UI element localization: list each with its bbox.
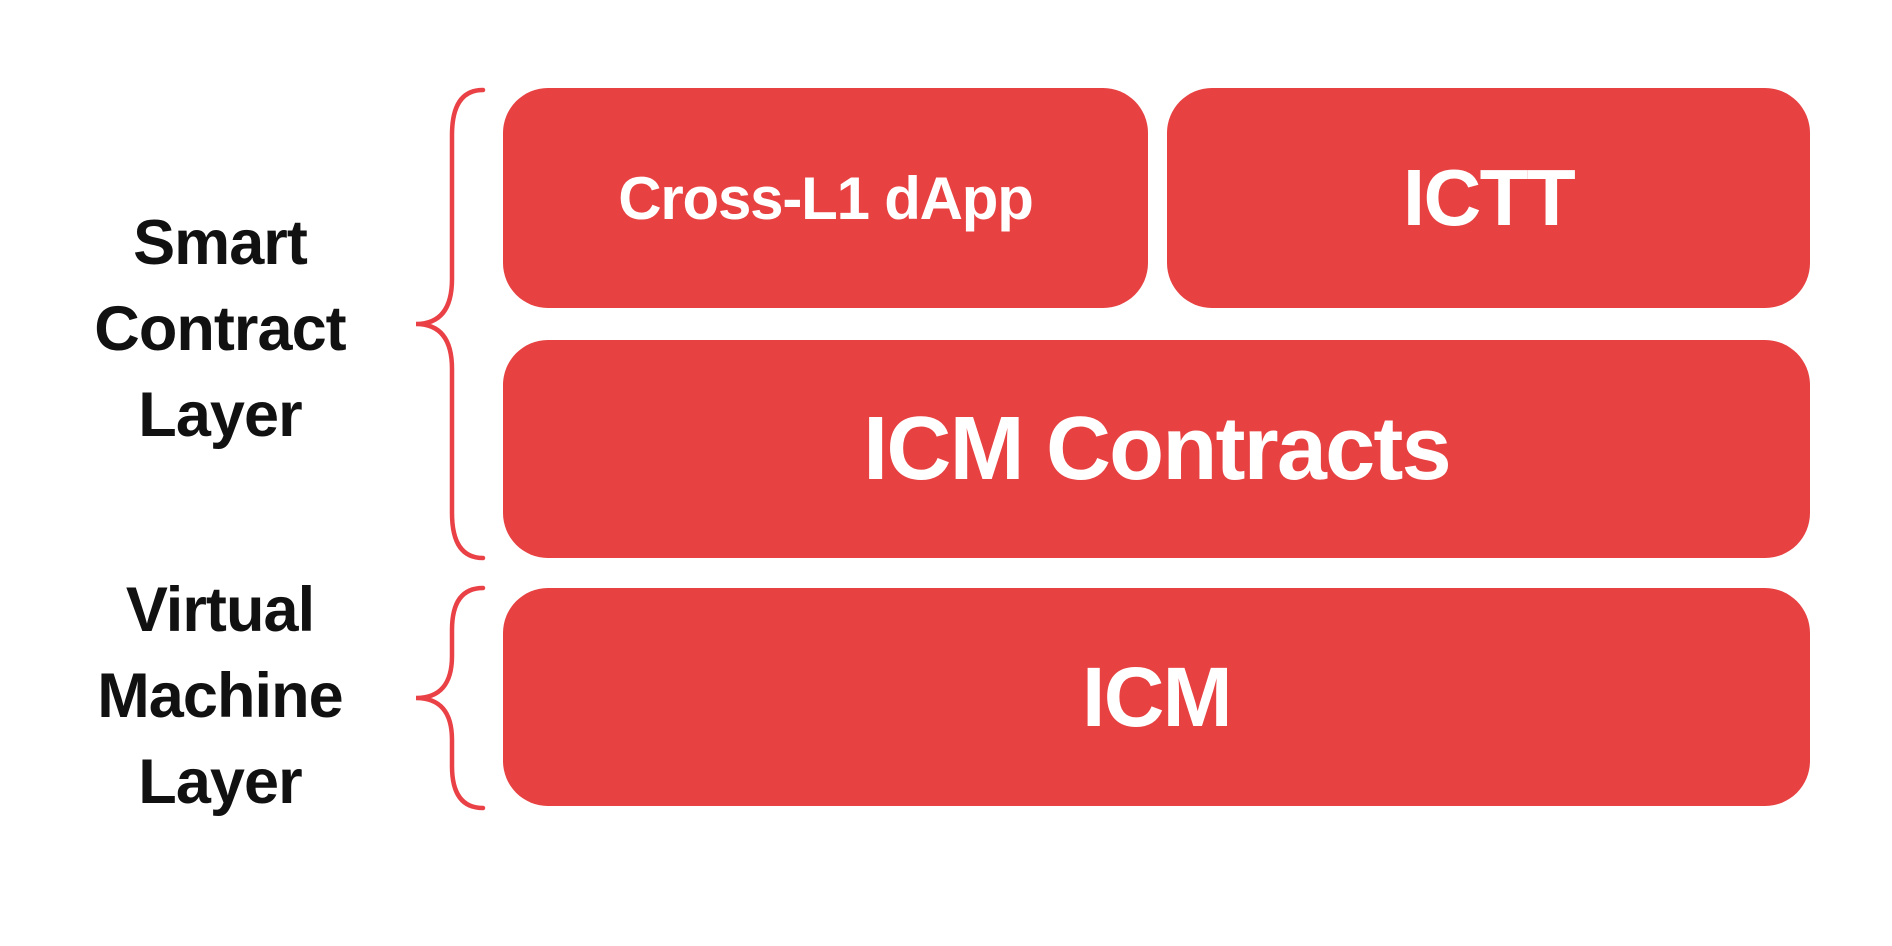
- box-cross-l1-dapp: Cross-L1 dApp: [503, 88, 1148, 308]
- box-ictt: ICTT: [1167, 88, 1810, 308]
- layer-label-smart-contract: Smart Contract Layer: [94, 208, 346, 450]
- box-ictt-label: ICTT: [1402, 153, 1576, 242]
- box-cross-l1-dapp-label: Cross-L1 dApp: [618, 164, 1034, 232]
- box-icm-contracts-label: ICM Contracts: [863, 398, 1451, 499]
- box-icm-label: ICM: [1082, 649, 1233, 744]
- layer-label-virtual-machine: Virtual Machine Layer: [97, 575, 343, 817]
- box-icm-contracts: ICM Contracts: [503, 340, 1810, 558]
- curly-brace-virtual-machine-layer: [415, 585, 486, 811]
- box-icm: ICM: [503, 588, 1810, 806]
- curly-brace-smart-contract-layer: [415, 87, 486, 561]
